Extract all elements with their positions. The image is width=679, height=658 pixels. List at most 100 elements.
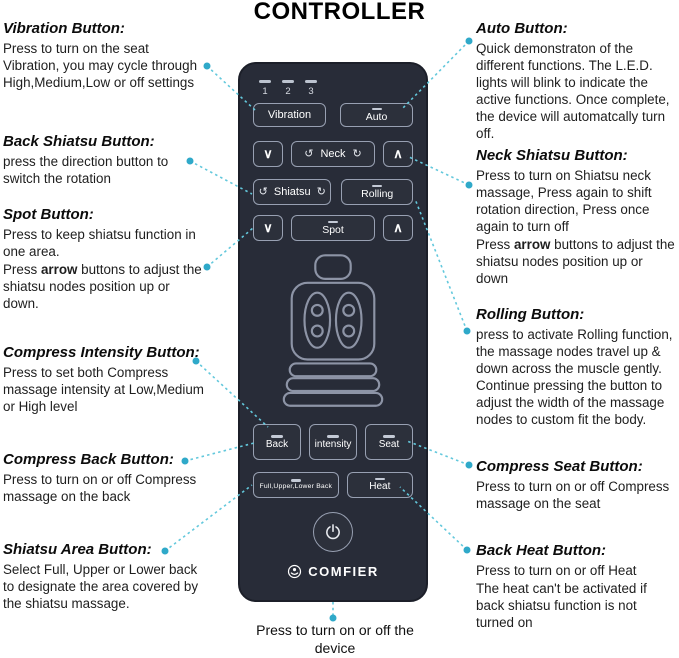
compress-back-button[interactable]: Back — [253, 424, 301, 460]
leader-dot — [465, 461, 473, 469]
auto-led-dash — [371, 107, 382, 110]
area-button-label: Full,Upper,Lower Back — [259, 482, 333, 490]
spot-up-arrow-button[interactable]: ∧ — [383, 215, 413, 241]
power-button[interactable] — [313, 512, 353, 552]
massage-node — [342, 303, 356, 317]
seat-back-lobe-right — [334, 291, 363, 349]
annotation-heading: Shiatsu Area Button: — [3, 541, 152, 558]
ccw-rotation-icon: ↺ — [304, 147, 314, 160]
annotation-back-shiatsu-button: Back Shiatsu Button: press the direction… — [3, 133, 207, 187]
annotation-heading: Compress Intensity Button: — [3, 344, 200, 361]
led-dash-2 — [282, 80, 294, 83]
seat-cushion-band — [288, 362, 378, 378]
vibration-button-label: Vibration — [267, 108, 312, 121]
led-label-2: 2 — [285, 86, 291, 97]
massage-node — [310, 324, 324, 338]
annotation-body: Press to set both Compress massage inten… — [3, 365, 204, 415]
annotation-back-heat-button: Back Heat Button: Press to turn on or of… — [476, 542, 676, 631]
text-segment: buttons to adjust the shiatsu nodes posi… — [3, 262, 202, 312]
rolling-button[interactable]: Rolling — [341, 179, 413, 205]
compress-seat-button[interactable]: Seat — [365, 424, 413, 460]
seat-cushion-band — [282, 391, 384, 407]
led-dash-1 — [259, 80, 271, 83]
led-label-3: 3 — [308, 86, 314, 97]
spot-down-arrow-button[interactable]: ∨ — [253, 215, 283, 241]
down-arrow-icon: ∨ — [263, 146, 273, 161]
annotation-heading: Back Shiatsu Button: — [3, 133, 155, 150]
auto-button[interactable]: Auto — [340, 103, 413, 127]
annotation-neck-shiatsu-button: Neck Shiatsu Button: Press to turn on Sh… — [476, 147, 676, 287]
annotation-body: Press arrow buttons to adjust the shiats… — [476, 236, 676, 287]
spot-led-dash — [328, 220, 338, 223]
annotation-compress-intensity-button: Compress Intensity Button: Press to set … — [3, 344, 207, 415]
annotation-auto-button: Auto Button: Quick demonstraton of the d… — [476, 20, 676, 142]
spot-button-label: Spot — [322, 224, 344, 236]
remote-control: 1 2 3 Vibration Auto ∨ ↺ Neck ↻ — [238, 62, 428, 602]
text-segment-bold: arrow — [40, 262, 78, 278]
led-dash-row — [259, 80, 329, 83]
comfier-logo: COMFIER — [253, 564, 413, 579]
annotation-heading: Vibration Button: — [3, 20, 125, 37]
annotation-spot-button: Spot Button: Press to keep shiatsu funct… — [3, 206, 207, 312]
intensity-button[interactable]: intensity — [309, 424, 357, 460]
led-dash-3 — [305, 80, 317, 83]
annotation-heading: Auto Button: — [476, 20, 568, 37]
annotation-body: The heat can't be activated if back shia… — [476, 581, 647, 631]
neck-up-arrow-button[interactable]: ∧ — [383, 141, 413, 167]
annotation-heading: Spot Button: — [3, 206, 94, 223]
shiatsu-button[interactable]: ↺ Shiatsu ↻ — [253, 179, 332, 205]
shiatsu-area-button[interactable]: Full,Upper,Lower Back — [253, 472, 339, 498]
area-led-dash — [290, 479, 301, 482]
intensity-button-label: intensity — [314, 438, 352, 450]
auto-button-label: Auto — [365, 111, 388, 123]
comfier-logo-icon — [288, 564, 302, 579]
led-label-1: 1 — [262, 86, 268, 97]
annotation-heading: Neck Shiatsu Button: — [476, 147, 628, 164]
neck-button[interactable]: ↺ Neck ↻ — [291, 141, 375, 167]
page-title: CONTROLLER — [253, 0, 426, 25]
text-segment: buttons to adjust the shiatsu nodes posi… — [476, 237, 675, 287]
text-segment: Press — [476, 237, 514, 253]
annotation-body: Select Full, Upper or Lower back to desi… — [3, 562, 199, 612]
shiatsu-button-label: Shiatsu — [273, 185, 311, 198]
annotation-rolling-button: Rolling Button: press to activate Rollin… — [476, 306, 676, 428]
annotation-body: Press to turn on Shiatsu neck massage, P… — [476, 168, 652, 235]
annotation-body: Press to keep shiatsu function in one ar… — [3, 227, 196, 260]
seat-backrest — [290, 281, 376, 361]
seat-button-label: Seat — [378, 438, 400, 450]
rolling-button-label: Rolling — [361, 188, 394, 200]
leader-dot — [463, 327, 471, 335]
annotation-compress-seat-button: Compress Seat Button: Press to turn on o… — [476, 458, 676, 512]
neck-button-label: Neck — [320, 147, 346, 160]
annotation-body: Press to turn on or off Compress massage… — [3, 472, 197, 505]
led-number-row: 1 2 3 — [259, 86, 329, 97]
comfier-brand-text: COMFIER — [308, 564, 379, 579]
heat-button[interactable]: Heat — [346, 472, 413, 498]
massage-node — [310, 303, 324, 317]
seat-led-dash — [383, 434, 395, 438]
cw-rotation-icon: ↻ — [352, 147, 362, 160]
leader-dot — [329, 614, 337, 622]
spot-button[interactable]: Spot — [291, 215, 375, 241]
annotation-body: Press to turn on or off Compress massage… — [476, 479, 670, 512]
annotation-heading: Compress Back Button: — [3, 451, 174, 468]
heat-button-label: Heat — [369, 481, 391, 493]
leader-dot — [463, 546, 471, 554]
vibration-button[interactable]: Vibration — [253, 103, 326, 127]
back-button-label: Back — [265, 438, 289, 450]
annotation-heading: Back Heat Button: — [476, 542, 607, 559]
massage-seat-illustration — [274, 253, 392, 414]
seat-cushion-band — [285, 377, 381, 393]
annotation-body: press the direction button to switch the… — [3, 154, 169, 187]
heat-led-dash — [374, 477, 385, 481]
text-segment-bold: arrow — [513, 237, 551, 253]
intensity-led-dash — [327, 434, 339, 438]
annotation-heading: Compress Seat Button: — [476, 458, 643, 475]
down-arrow-icon: ∨ — [263, 220, 273, 235]
seat-headrest — [314, 254, 352, 280]
text-segment: Press — [3, 262, 41, 278]
ccw-rotation-icon: ↺ — [258, 185, 268, 198]
annotation-body: press to activate Rolling function, the … — [476, 327, 673, 428]
neck-down-arrow-button[interactable]: ∨ — [253, 141, 283, 167]
